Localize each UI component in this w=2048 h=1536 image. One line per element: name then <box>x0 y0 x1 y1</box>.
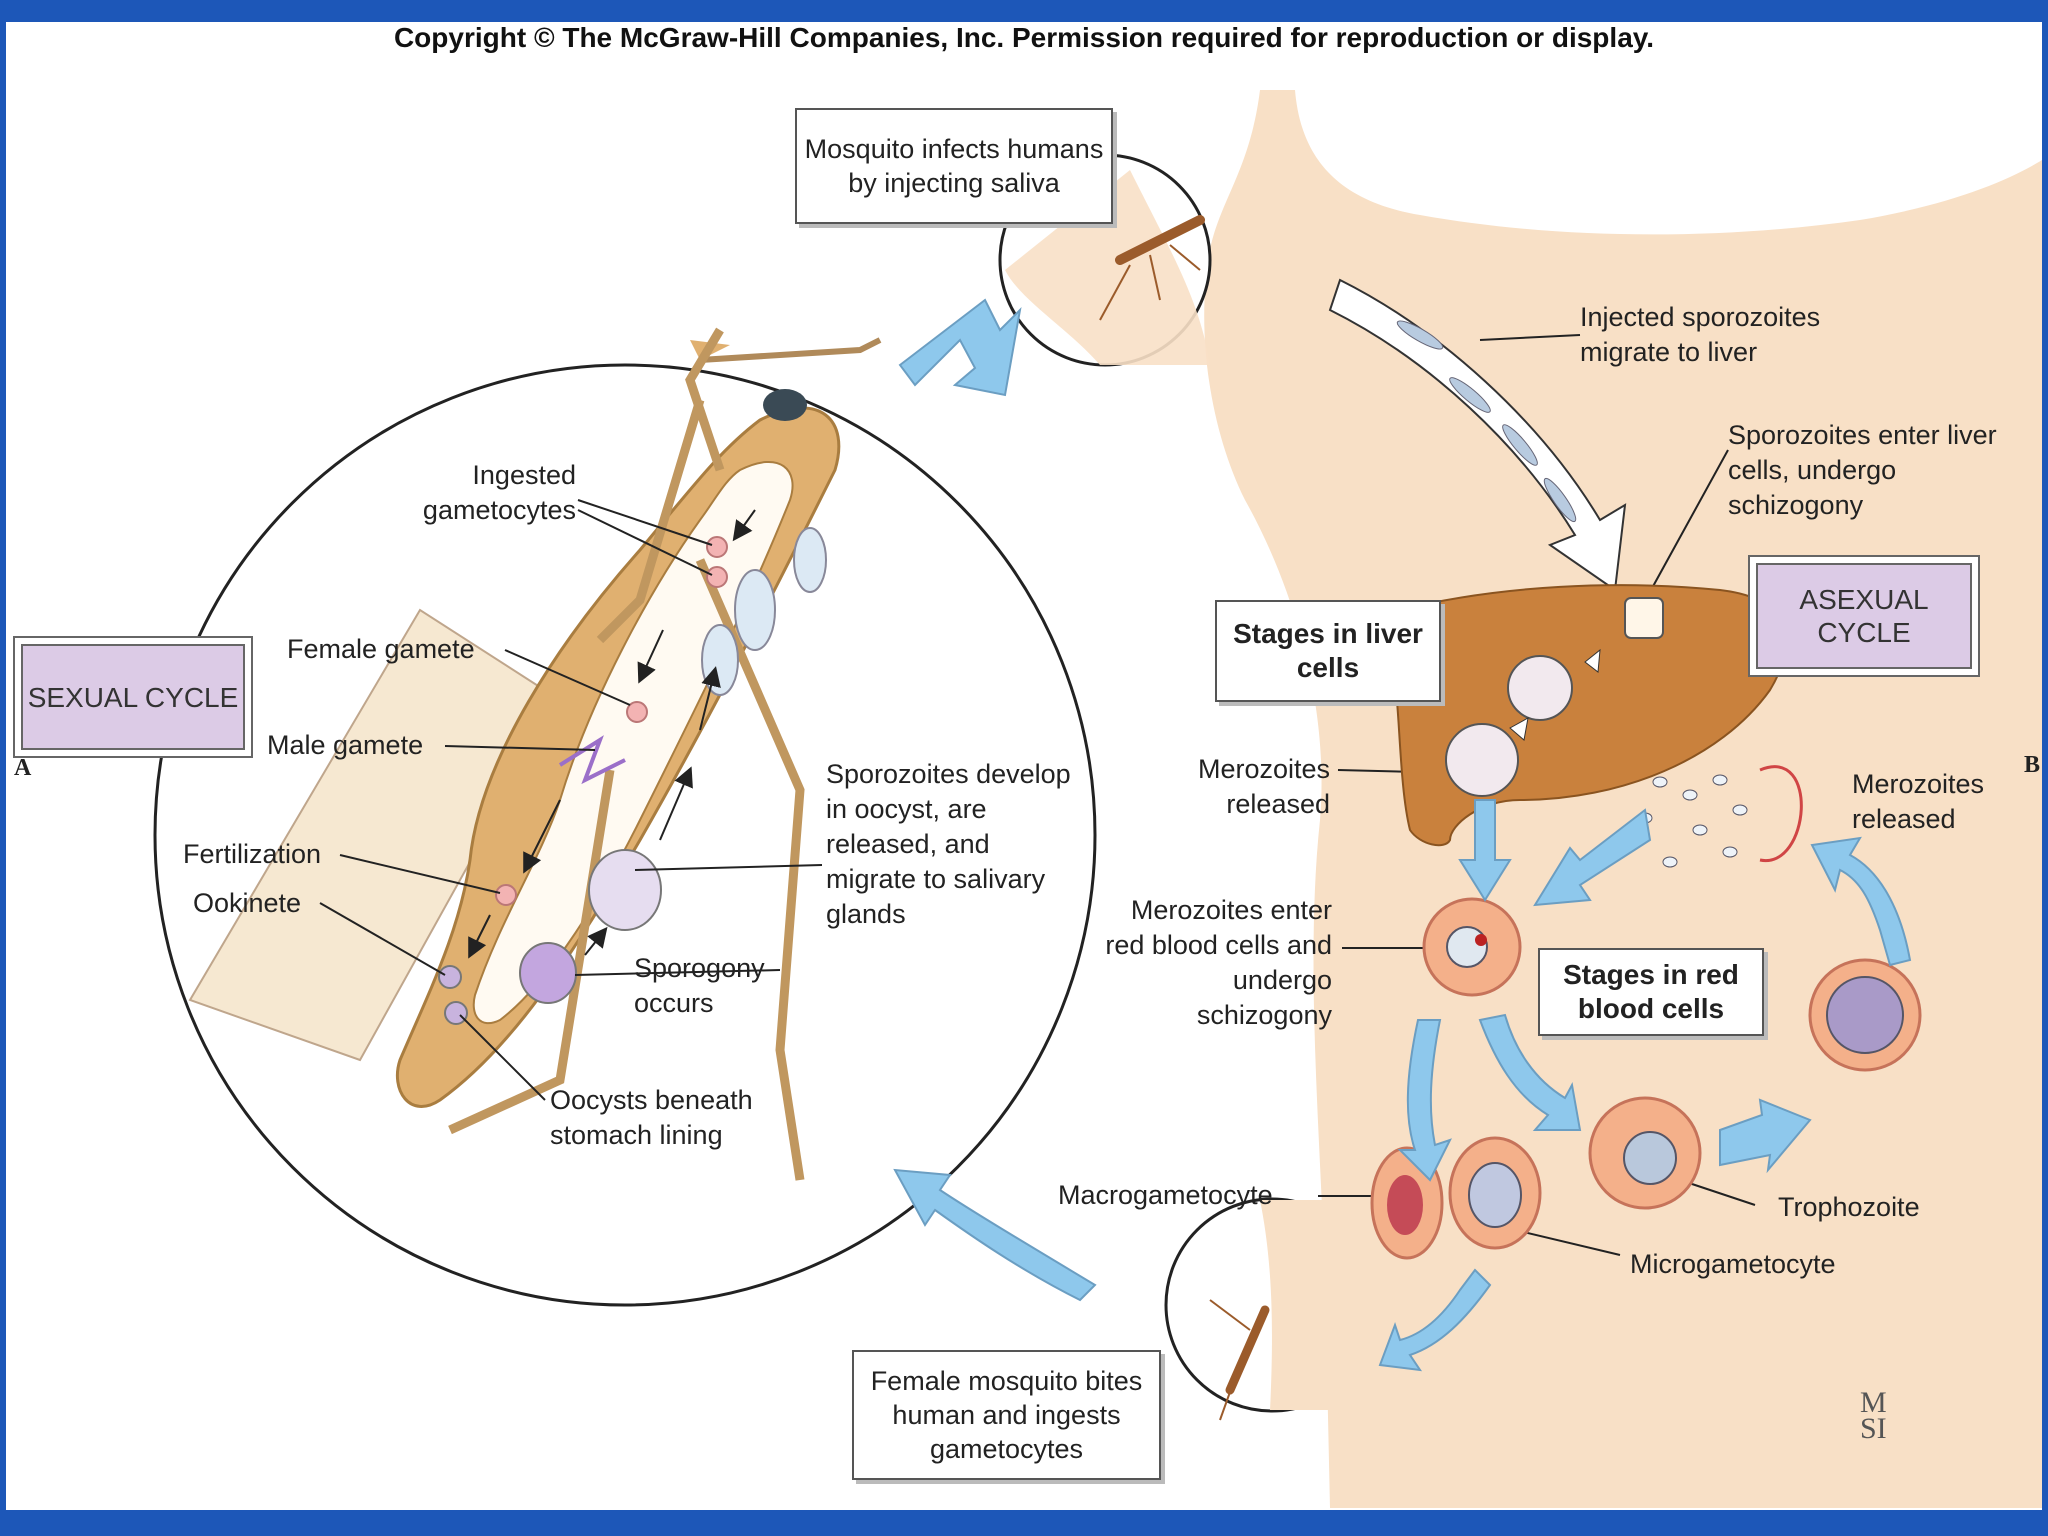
label-leader-lines <box>319 334 1756 1256</box>
sexual-cycle-label: SEXUAL CYCLE <box>21 644 245 750</box>
mosquito-infects-box: Mosquito infects humans by injecting sal… <box>795 108 1113 224</box>
label-merozoites-enter: Merozoites enter red blood cells and und… <box>1105 895 1332 1030</box>
frame-top-border <box>0 0 2048 22</box>
sexual-cycle-box: SEXUAL CYCLE <box>13 636 253 758</box>
panel-letter-b: B <box>2024 752 2041 778</box>
panel-letter-a: A <box>14 755 32 781</box>
label-ookinete: Ookinete <box>193 888 302 918</box>
biting-mosquito-top <box>1099 215 1205 321</box>
asexual-cycle-box: ASEXUAL CYCLE <box>1748 555 1980 677</box>
label-sporogony: Sporogony occurs <box>634 953 765 1018</box>
asexual-cycle-label: ASEXUAL CYCLE <box>1756 563 1972 669</box>
label-macrogametocyte: Macrogametocyte <box>1058 1180 1273 1210</box>
label-microgametocyte: Microgametocyte <box>1630 1249 1836 1279</box>
label-injected-sporozoites: Injected sporozoites migrate to liver <box>1580 302 1821 367</box>
label-oocysts: Oocysts beneath stomach lining <box>550 1085 753 1150</box>
frame-left-border <box>0 0 6 1536</box>
female-bites-box: Female mosquito bites human and ingests … <box>852 1350 1161 1480</box>
copyright-notice: Copyright © The McGraw-Hill Companies, I… <box>393 22 1655 53</box>
label-trophozoite: Trophozoite <box>1778 1192 1920 1222</box>
label-sporozoites-develop: Sporozoites develop in oocyst, are relea… <box>826 759 1071 929</box>
frame-right-border <box>2042 0 2048 1536</box>
stages-rbc-box: Stages in red blood cells <box>1538 948 1764 1036</box>
stages-liver-box: Stages in liver cells <box>1215 600 1441 702</box>
label-sporozoites-enter: Sporozoites enter liver cells, undergo s… <box>1728 420 1997 520</box>
label-merozoites-released-right: Merozoites released <box>1852 769 1985 834</box>
cycle-arrows <box>893 298 1912 1372</box>
label-male-gamete: Male gamete <box>267 730 424 760</box>
label-ingested-gametocytes: Ingested gametocytes <box>422 460 576 525</box>
frame-bottom-border <box>0 1510 2048 1536</box>
biting-mosquito-bottom <box>1209 1299 1270 1421</box>
label-merozoites-released-left: Merozoites released <box>1197 754 1330 819</box>
mosquito-body <box>188 327 882 1181</box>
label-fertilization: Fertilization <box>183 839 322 869</box>
artist-signature: MSI <box>1860 1386 1887 1445</box>
label-female-gamete: Female gamete <box>287 634 475 664</box>
